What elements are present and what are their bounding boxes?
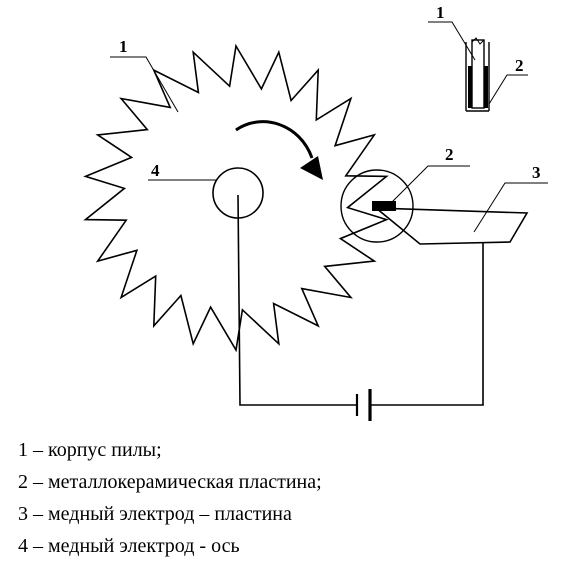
inset-leader-2 [488,74,528,105]
callout-label-4: 4 [151,161,160,180]
legend-item-2: 2 – металлокерамическая пластина; [18,471,322,493]
cermet-insert [372,201,396,211]
callout-leader-3 [473,182,548,233]
inset-callout-label-2: 2 [515,56,524,75]
detail-circle [340,169,414,243]
saw-electrode-diagram: 1 4 2 3 1 2 [83,3,548,421]
callout-label-2: 2 [445,145,454,164]
axis-electrode-wire [237,194,356,406]
legend-item-3: 3 – медный электрод – пластина [18,503,292,525]
inset-plate [468,66,472,108]
legend: 1 – корпус пилы; 2 – металлокерамическая… [18,434,322,562]
callout-label-3: 3 [532,163,541,182]
plate-electrode-wire [370,242,484,406]
inset-detail: 1 2 [428,3,528,112]
callout-label-1: 1 [119,37,128,56]
inset-leader-1 [428,21,476,61]
inset-plate-right [484,66,488,108]
inset-break-line [471,37,485,45]
rotation-arrow [235,120,314,159]
rotation-arrowhead [300,156,323,180]
saw-blade-body [83,43,389,353]
legend-item-1: 1 – корпус пилы; [18,439,162,461]
inset-body [471,39,485,109]
copper-plate-electrode [373,207,529,245]
legend-item-4: 4 – медный электрод - ось [18,535,240,557]
callout-leader-1 [110,56,179,113]
inset-callout-label-1: 1 [436,3,445,22]
callout-leader-2 [390,165,470,204]
